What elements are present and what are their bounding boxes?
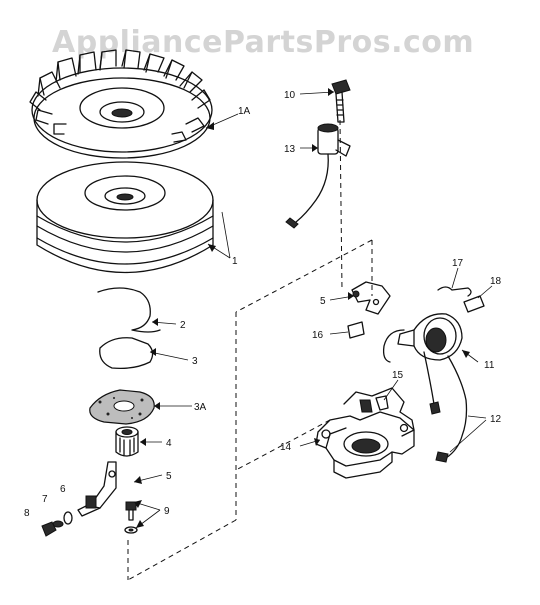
small-hardware-parts [41,511,73,537]
callout-5-upper: 5 [320,296,326,307]
callout-13: 13 [284,144,296,155]
bushing-part [115,426,139,457]
upper-bracket-part [351,281,391,315]
condenser-part [285,123,351,229]
screw-part [124,501,138,534]
callout-17: 17 [452,258,464,269]
callout-8: 8 [24,508,30,519]
flywheel-fan-part [29,49,213,159]
callout-16: 16 [312,330,324,341]
pin-part [463,295,485,313]
callout-18: 18 [490,276,502,287]
points-housing-part [315,387,415,479]
callout-1a: 1A [238,106,251,117]
ignition-coil-part [382,313,468,463]
points-bracket-part [77,461,117,517]
callout-9: 9 [164,506,170,517]
callout-14: 14 [280,442,292,453]
leader-arrowheads [134,88,470,528]
callout-3a: 3A [194,402,207,413]
callout-labels: 1A 1 2 3 3A 4 5 6 7 8 9 10 13 5 16 17 18… [24,90,502,519]
callout-3: 3 [192,356,198,367]
assembly-guide-lines [127,119,373,581]
flywheel-part [36,161,214,274]
gasket-part [89,389,155,425]
spring-part [437,286,472,297]
callout-12: 12 [490,414,502,425]
callout-10: 10 [284,90,296,101]
cover-plate-part [99,337,154,370]
callout-2: 2 [180,320,186,331]
callout-1: 1 [232,256,238,267]
callout-leaders [133,91,493,529]
callout-7: 7 [42,494,48,505]
callout-6: 6 [60,484,66,495]
callout-11: 11 [484,360,495,371]
callout-5-lower: 5 [166,471,172,482]
callout-4: 4 [166,438,172,449]
spring-clip-part [97,287,161,333]
callout-15: 15 [392,370,404,381]
screw-top-part [331,79,351,123]
clip-part [347,321,365,339]
watermark-text: AppliancePartsPros.com [52,25,474,60]
